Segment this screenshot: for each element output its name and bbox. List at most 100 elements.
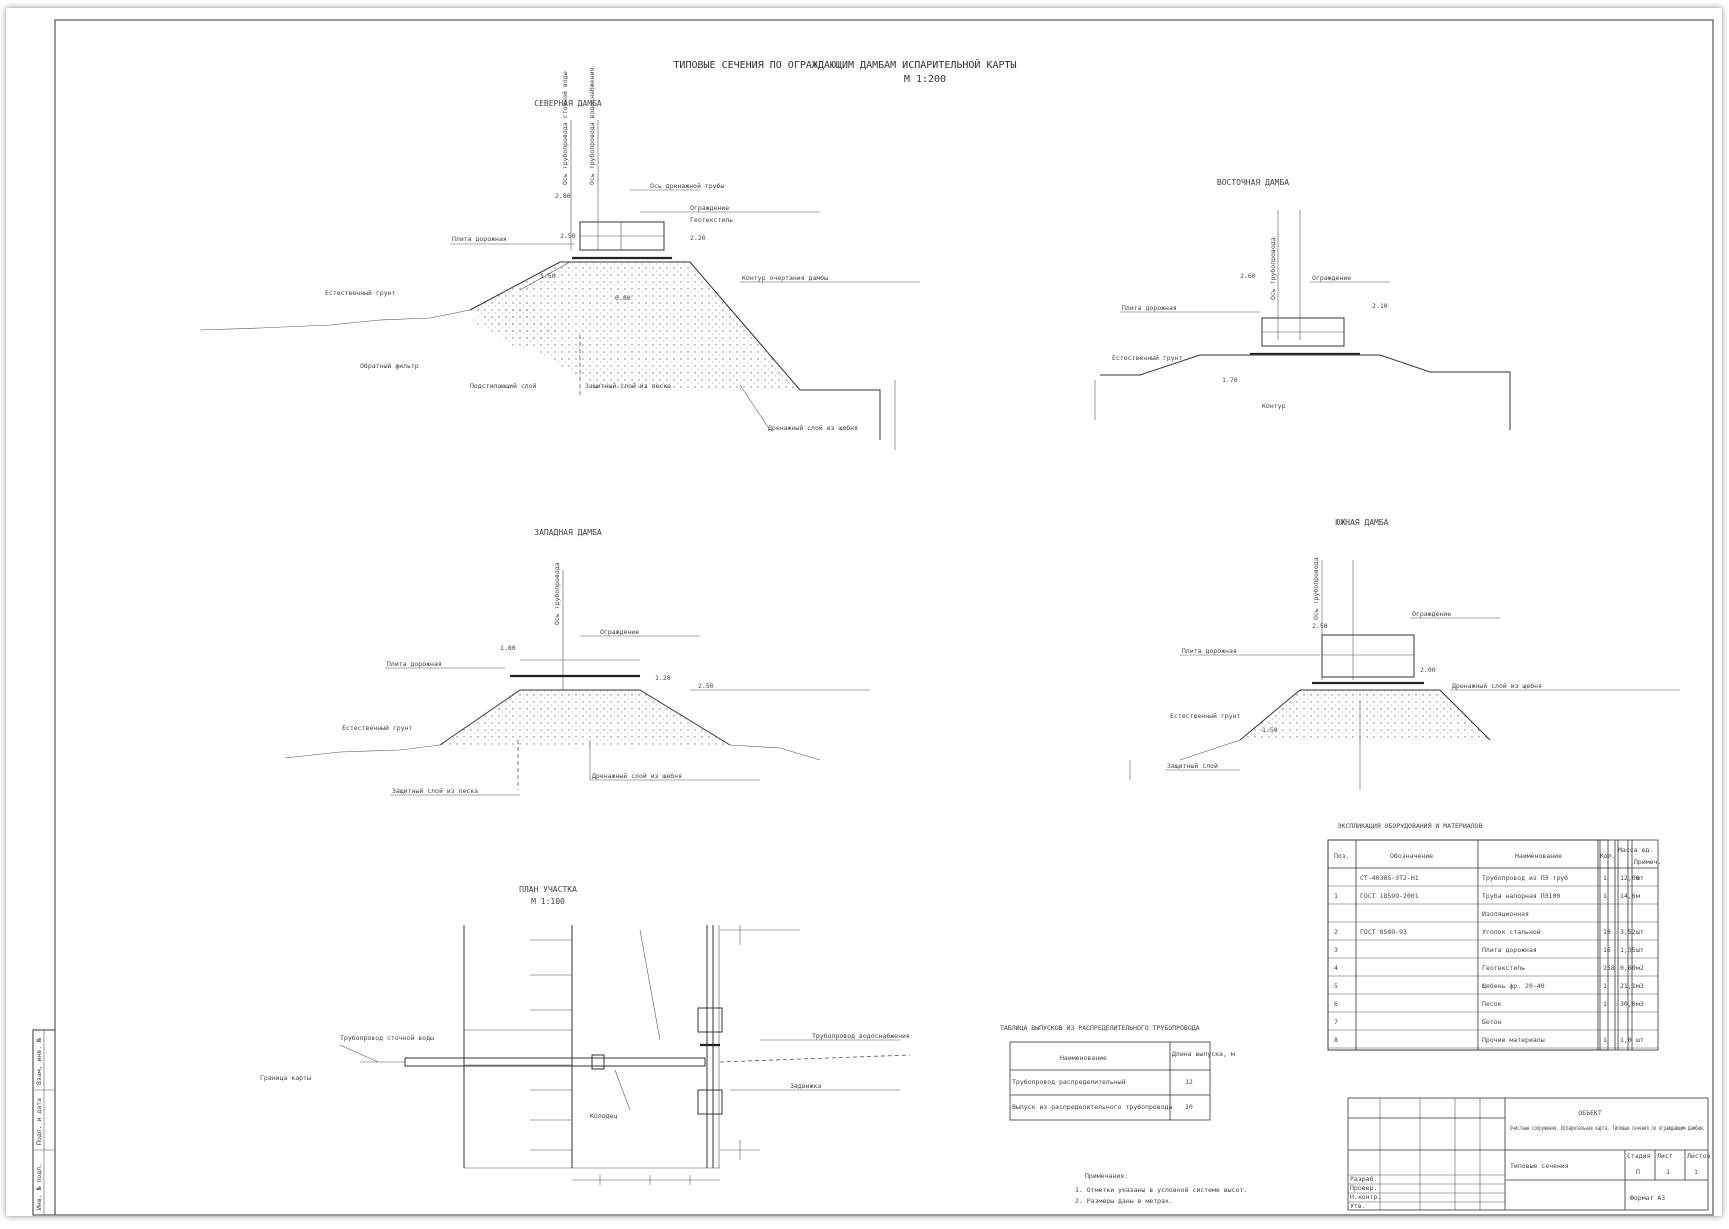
small-table-cell-0-1: 12	[1185, 1078, 1193, 1086]
east-level-3: 1.70	[1222, 376, 1238, 384]
spec-cell-6-2: Щебень фр. 20-40	[1482, 982, 1545, 990]
plan-title: ПЛАН УЧАСТКА	[519, 885, 577, 894]
side-stamp-label-3: Взам. инв. №	[35, 1038, 43, 1085]
north-level-4: 1.50	[540, 272, 556, 280]
spec-cell-3-5: шт	[1636, 928, 1644, 936]
stamp-org: ОБЪЕКТ	[1578, 1109, 1602, 1117]
north-level-3: 2.20	[690, 234, 706, 242]
small-table-header-1: Наименование	[1060, 1054, 1107, 1062]
notes-title: Примечания:	[1085, 1172, 1128, 1180]
small-table-cell-0-0: Трубопровод распределительный	[1012, 1078, 1126, 1086]
north-level-2: 2.50	[560, 232, 576, 240]
south-level-3: 1.50	[1262, 726, 1278, 734]
east-title: ВОСТОЧНАЯ ДАМБА	[1217, 178, 1289, 187]
side-stamp: Инв. № подл. Подп. и дата Взам. инв. №	[32, 1029, 56, 1216]
north-fence: Ограждение	[690, 204, 729, 212]
east-level-2: 2.10	[1372, 302, 1388, 310]
west-level-3: 1.20	[655, 674, 671, 682]
stamp-stage-value-3: 1	[1694, 1168, 1698, 1176]
spec-cell-1-2: Труба напорная ПЭ100	[1482, 892, 1560, 900]
spec-cell-5-3: 258	[1603, 964, 1615, 972]
east-pipe: Ось трубопровода	[1269, 237, 1277, 300]
north-note1: Контур очертания дамбы	[742, 274, 828, 282]
spec-cell-0-4: 12,00	[1620, 874, 1640, 882]
spec-cell-9-3: 1	[1603, 1036, 1607, 1044]
spec-cell-7-2: Песок	[1482, 1000, 1502, 1008]
spec-cell-1-0: 1	[1334, 892, 1338, 900]
spec-cell-3-4: 3,52	[1620, 928, 1636, 936]
south-level-2: 2.00	[1420, 666, 1436, 674]
east-section: ВОСТОЧНАЯ ДАМБА Ось трубопровода Огражде…	[1094, 178, 1511, 430]
north-geotextile: Геотекстиль	[690, 216, 733, 224]
plan-pipe-in: Трубопровод сточной воды	[340, 1034, 434, 1042]
north-ground: Естественный грунт	[325, 289, 396, 297]
east-ground: Естественный грунт	[1112, 354, 1183, 362]
spec-cell-1-1: ГОСТ 18599-2001	[1360, 892, 1419, 900]
west-fence: Ограждение	[600, 628, 639, 636]
south-note1: Дренажный слой из щебня	[1452, 682, 1542, 690]
north-note4: Подстилающий слой	[470, 382, 537, 390]
sheet-scale: М 1:200	[904, 74, 946, 85]
stamp-format: Формат А3	[1630, 1194, 1665, 1202]
south-ground: Естественный грунт	[1170, 712, 1241, 720]
west-slab: Плита дорожная	[387, 660, 442, 668]
spec-cell-6-4: 21,1	[1620, 982, 1636, 990]
spec-cell-0-2: Трубопровод из ПЭ труб	[1482, 874, 1568, 882]
stamp-stage-header-3: Листов	[1687, 1152, 1711, 1160]
stamp-description: Очистные сооружения. Испарительная карта…	[1510, 1124, 1705, 1132]
north-filter: Обратный фильтр	[360, 362, 419, 370]
north-section: СЕВЕРНАЯ ДАМБА Ось трубопровода сточной …	[199, 68, 920, 450]
spec-cell-5-4: 0,60	[1620, 964, 1636, 972]
spec-cell-8-2: Бетон	[1482, 1018, 1502, 1026]
small-table-header-2: Длина выпуска, м	[1172, 1050, 1235, 1058]
side-stamp-label-1: Инв. № подл.	[35, 1163, 43, 1210]
spec-cell-7-0: 6	[1334, 1000, 1338, 1008]
plan-valve: Задвижка	[790, 1082, 821, 1090]
spec-header-pos: Поз.	[1334, 852, 1350, 860]
spec-cell-9-0: 8	[1334, 1036, 1338, 1044]
stamp-role-3: Н.контр.	[1350, 1193, 1381, 1201]
sheet-title: ТИПОВЫЕ СЕЧЕНИЯ ПО ОГРАЖДАЮЩИМ ДАМБАМ ИС…	[673, 58, 1016, 71]
small-table-cell-1-0: Выпуск из распределительного трубопровод…	[1012, 1103, 1173, 1111]
spec-cell-1-3: 1	[1603, 892, 1607, 900]
spec-cell-8-0: 7	[1334, 1018, 1338, 1026]
spec-cell-9-2: Прочие материалы	[1482, 1036, 1545, 1044]
spec-cell-5-0: 4	[1334, 964, 1338, 972]
plan-note: Граница карты	[260, 1074, 311, 1082]
spec-table: ЭКСПЛИКАЦИЯ ОБОРУДОВАНИЯ И МАТЕРИАЛОВ СТ…	[1327, 822, 1661, 1051]
north-note2: Защитный слой из песка	[585, 382, 671, 390]
small-table: ТАБЛИЦА ВЫПУСКОВ ИЗ РАСПРЕДЕЛИТЕЛЬНОГО Т…	[1000, 1024, 1235, 1121]
east-fence: Ограждение	[1312, 274, 1351, 282]
notes-item-1: 1. Отметки указаны в условной системе вы…	[1075, 1186, 1247, 1194]
spec-header-note: Примеч.	[1634, 858, 1661, 866]
west-title: ЗАПАДНАЯ ДАМБА	[534, 528, 602, 537]
small-table-title: ТАБЛИЦА ВЫПУСКОВ ИЗ РАСПРЕДЕЛИТЕЛЬНОГО Т…	[1000, 1024, 1200, 1032]
notes: Примечания: 1. Отметки указаны в условно…	[1075, 1172, 1247, 1205]
stamp-stage-value-1: П	[1636, 1168, 1640, 1176]
notes-item-2: 2. Размеры даны в метрах.	[1075, 1197, 1173, 1205]
south-title: ЮЖНАЯ ДАМБА	[1336, 518, 1389, 527]
north-slab: Плита дорожная	[452, 235, 507, 243]
spec-cell-1-5: м	[1636, 892, 1640, 900]
west-note1: Дренажный слой из щебня	[592, 772, 682, 780]
east-note1: Контур	[1262, 402, 1286, 410]
stamp-role-1: Разраб.	[1350, 1175, 1377, 1183]
north-note3: Дренажный слой из щебня	[768, 424, 858, 432]
spec-cell-0-1: СТ-40305-ЭТ2-Н1	[1360, 874, 1419, 882]
spec-cell-5-5: м2	[1636, 964, 1644, 972]
spec-cell-4-4: 1,35	[1620, 946, 1636, 954]
paper	[6, 8, 1722, 1216]
spec-cell-6-0: 5	[1334, 982, 1338, 990]
spec-table-title: ЭКСПЛИКАЦИЯ ОБОРУДОВАНИЯ И МАТЕРИАЛОВ	[1338, 822, 1483, 830]
stamp-role-2: Провер.	[1350, 1184, 1377, 1192]
south-level-1: 2.50	[1312, 622, 1328, 630]
spec-cell-3-1: ГОСТ 8509-93	[1360, 928, 1407, 936]
west-level-2: 1.80	[500, 644, 516, 652]
west-ground: Естественный грунт	[342, 724, 413, 732]
west-section: ЗАПАДНАЯ ДАМБА Ось трубопровода Огражден…	[284, 528, 870, 796]
plan-section: ПЛАН УЧАСТКА М 1:100 Граница карты Трубо…	[260, 885, 911, 1185]
plan-well: Колодец	[590, 1112, 617, 1120]
south-fence: Ограждение	[1412, 610, 1451, 618]
spec-cell-9-4: 1,0	[1620, 1036, 1632, 1044]
